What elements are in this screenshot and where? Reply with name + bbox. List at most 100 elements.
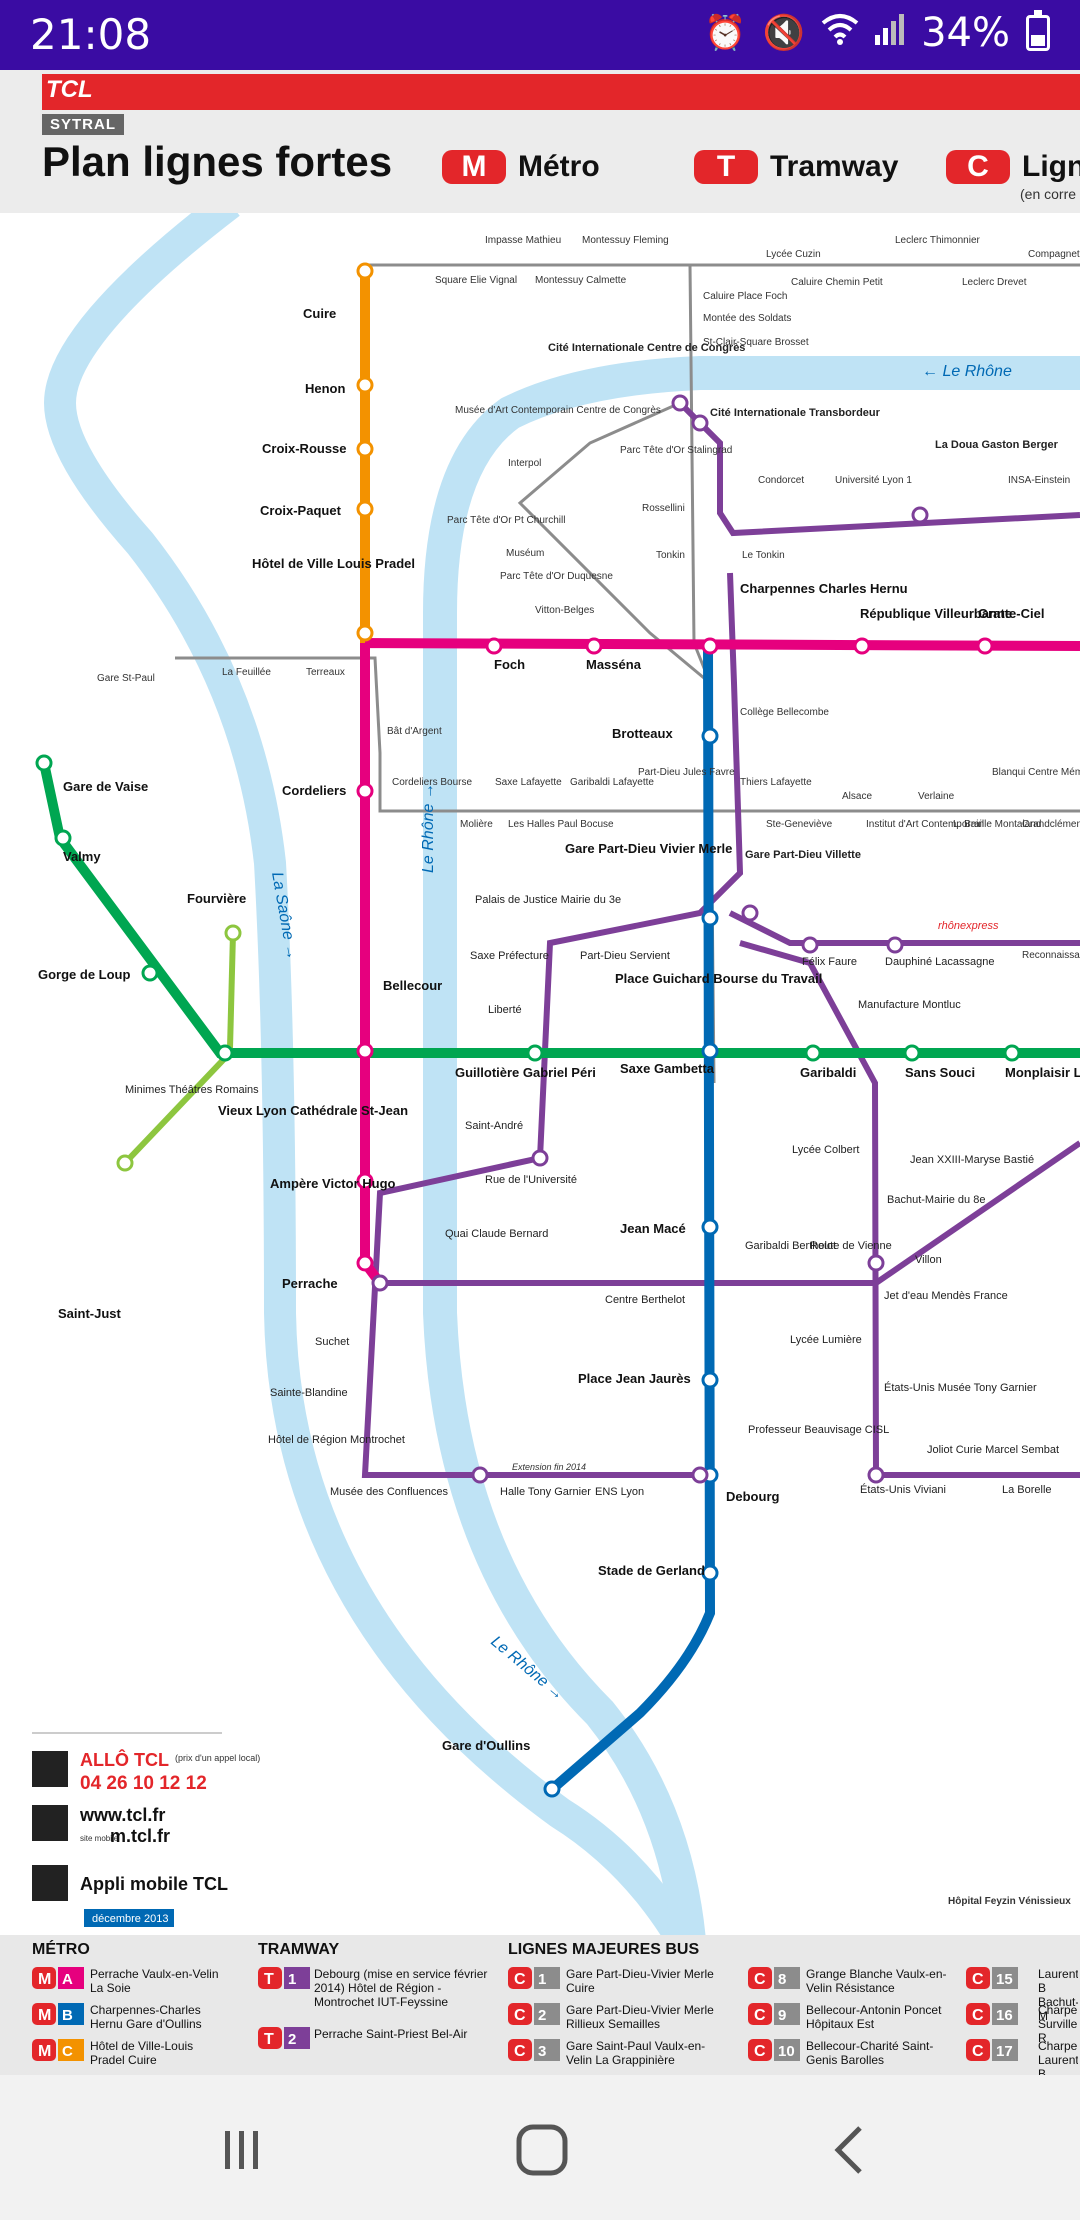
- station-dot[interactable]: [804, 1044, 822, 1062]
- legend-mode-badge: [748, 2039, 772, 2061]
- station-dot[interactable]: [701, 727, 719, 745]
- station-label: Gare d'Oullins: [442, 1738, 530, 1753]
- station-dot[interactable]: [356, 1042, 374, 1060]
- station-label: Saxe Gambetta: [620, 1061, 715, 1076]
- station-label: Minimes Théâtres Romains: [125, 1084, 259, 1096]
- station-dot[interactable]: [224, 924, 242, 942]
- legend-tram-t2: Perrache Saint-Priest Bel-Air: [314, 2027, 468, 2041]
- station-dot[interactable]: [543, 1780, 561, 1798]
- station-dot[interactable]: [356, 440, 374, 458]
- station-dot[interactable]: [141, 964, 159, 982]
- station-dot[interactable]: [356, 782, 374, 800]
- mobile-link[interactable]: m.tcl.fr: [110, 1826, 170, 1846]
- station-dot[interactable]: [701, 909, 719, 927]
- sytral-tag: SYTRAL: [42, 114, 124, 135]
- station-dot[interactable]: [356, 624, 374, 642]
- station-label: Gratte-Ciel: [978, 606, 1044, 621]
- allo-tcl: ALLÔ TCL: [80, 1749, 169, 1770]
- station-dot[interactable]: [886, 936, 904, 954]
- back-button[interactable]: [788, 2115, 908, 2185]
- network-map[interactable]: ← Le Rhône La Saône → Le Rhône → Le Rhôn…: [0, 213, 1080, 1935]
- bus-stop-label: Molière: [460, 819, 493, 830]
- bus-stop-label: Grandclément: [1022, 819, 1080, 830]
- legend-metro-head: MÉTRO: [32, 1941, 90, 1958]
- bus-stop-label: Compagnet: [1028, 249, 1080, 260]
- web-icon: [32, 1805, 68, 1841]
- station-label: Stade de Gerland: [598, 1563, 705, 1578]
- app-icon: [32, 1865, 68, 1901]
- station-dot[interactable]: [976, 637, 994, 655]
- bus-stop-label: Bât d'Argent: [387, 726, 442, 737]
- station-label: Henon: [305, 381, 346, 396]
- station-dot[interactable]: [741, 904, 759, 922]
- station-label: Croix-Paquet: [260, 503, 342, 518]
- station-dot[interactable]: [701, 1042, 719, 1060]
- web-link[interactable]: www.tcl.fr: [79, 1805, 165, 1825]
- legend-bus-c9: Bellecour-Antonin Poncet Hôpitaux Est: [806, 2003, 942, 2031]
- station-dot[interactable]: [801, 936, 819, 954]
- station-dot[interactable]: [903, 1044, 921, 1062]
- recents-button[interactable]: [182, 2115, 302, 2185]
- legend-line-number: 1: [288, 1971, 296, 1988]
- legend-mode-letter: C: [754, 2043, 766, 2060]
- station-dot[interactable]: [585, 637, 603, 655]
- tram-line-t1-north: [677, 400, 1080, 537]
- station-dot[interactable]: [216, 1044, 234, 1062]
- bus-stop-label: Les Halles Paul Bocuse: [508, 819, 614, 830]
- station-dot[interactable]: [867, 1254, 885, 1272]
- bus-stop-label: Reconnaissance Balzac: [1022, 950, 1080, 961]
- legend-mode-badge: [966, 2003, 990, 2025]
- station-dot[interactable]: [701, 1564, 719, 1582]
- station-dot[interactable]: [701, 1218, 719, 1236]
- legend-line-badge: [992, 1967, 1018, 1989]
- legend-line-number: 15: [996, 1971, 1013, 1988]
- station-dot[interactable]: [356, 262, 374, 280]
- station-dot[interactable]: [867, 1466, 885, 1484]
- legend-mode-letter: C: [754, 1971, 766, 1988]
- legend-tram-label: Tramway: [770, 150, 899, 183]
- station-label: Garibaldi Berthelot: [745, 1240, 836, 1252]
- station-dot[interactable]: [691, 1466, 709, 1484]
- station-label: Croix-Rousse: [262, 441, 347, 456]
- station-label: Debourg: [726, 1489, 780, 1504]
- bus-stop-label: Cordeliers Bourse: [392, 777, 472, 788]
- bus-stop-label: Musée d'Art Contemporain Centre de Congr…: [455, 405, 661, 416]
- station-dot[interactable]: [671, 394, 689, 412]
- legend-line-number: B: [62, 2007, 73, 2024]
- station-dot[interactable]: [35, 754, 53, 772]
- station-dot[interactable]: [911, 506, 929, 524]
- station-dot[interactable]: [471, 1466, 489, 1484]
- bus-stop-label: St-Clair-Square Brosset: [703, 337, 809, 348]
- station-dot[interactable]: [526, 1044, 544, 1062]
- bus-line-c3: [175, 656, 1080, 813]
- station-dot[interactable]: [1003, 1044, 1021, 1062]
- tram-lines: [361, 400, 1080, 1478]
- station-dot[interactable]: [54, 829, 72, 847]
- station-label: Perrache: [282, 1276, 338, 1291]
- station-label: Rue de l'Université: [485, 1174, 577, 1186]
- station-label: Jean XXIII-Maryse Bastié: [910, 1154, 1034, 1166]
- station-dot[interactable]: [531, 1149, 549, 1167]
- tram-line-t2: [728, 910, 1080, 946]
- mobile-label: site mobile: [80, 1834, 119, 1843]
- bus-stop-label: Muséum: [506, 548, 544, 559]
- bus-stop-label: Collège Bellecombe: [740, 707, 829, 718]
- station-dot[interactable]: [116, 1154, 134, 1172]
- station-dot[interactable]: [853, 637, 871, 655]
- station-label: Suchet: [315, 1336, 349, 1348]
- legend-mode-letter: C: [972, 1971, 984, 1988]
- station-dot[interactable]: [701, 637, 719, 655]
- station-dot[interactable]: [371, 1274, 389, 1292]
- station-dot[interactable]: [356, 376, 374, 394]
- station-dot[interactable]: [356, 500, 374, 518]
- bus-stop-label: Impasse Mathieu: [485, 235, 561, 246]
- legend-mode-letter: C: [514, 2007, 526, 2024]
- station-dot[interactable]: [356, 1172, 374, 1190]
- allo-phone[interactable]: 04 26 10 12 12: [80, 1773, 207, 1794]
- station-dot[interactable]: [701, 1371, 719, 1389]
- home-button[interactable]: [482, 2115, 602, 2185]
- station-dot[interactable]: [356, 1254, 374, 1272]
- station-dot[interactable]: [485, 637, 503, 655]
- station-dot[interactable]: [691, 414, 709, 432]
